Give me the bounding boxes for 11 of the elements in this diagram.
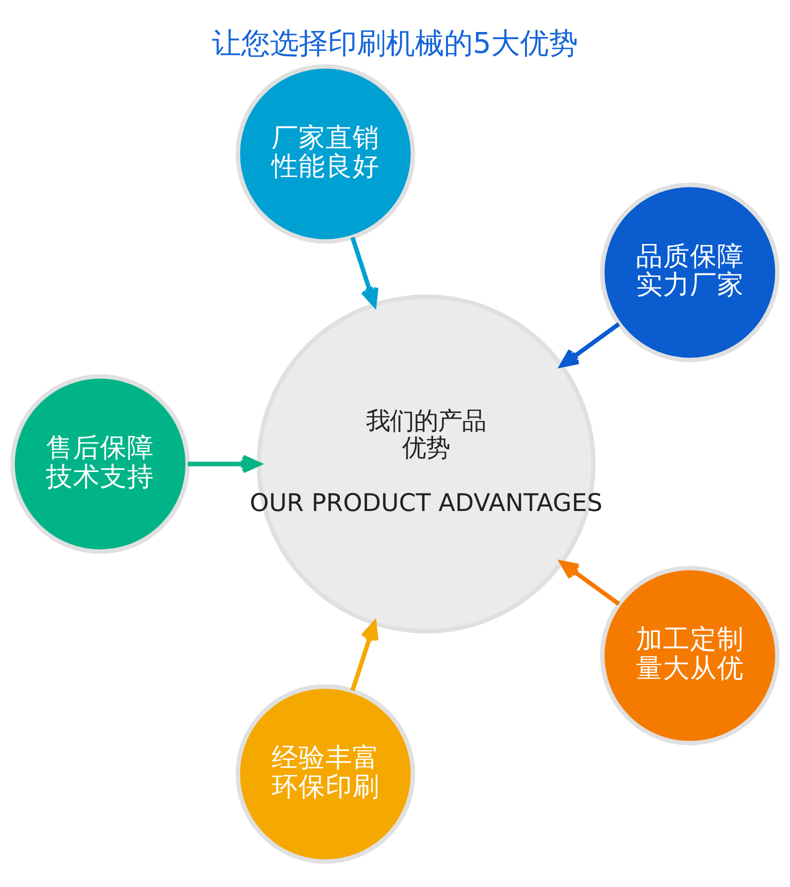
node-circle: 售后保障技术支持 [10, 374, 190, 554]
node-circle: 厂家直销性能良好 [236, 64, 416, 244]
arrow [350, 236, 378, 307]
arrow [560, 322, 620, 368]
node-circle: 加工定制量大从优 [600, 566, 780, 746]
arrow [560, 560, 620, 606]
arrow [350, 621, 378, 692]
diagram-title: 让您选择印刷机械的5大优势 [212, 26, 578, 60]
arrow [188, 454, 261, 474]
node-circle: 经验丰富环保印刷 [236, 684, 416, 864]
node-circle: 品质保障实力厂家 [600, 182, 780, 362]
